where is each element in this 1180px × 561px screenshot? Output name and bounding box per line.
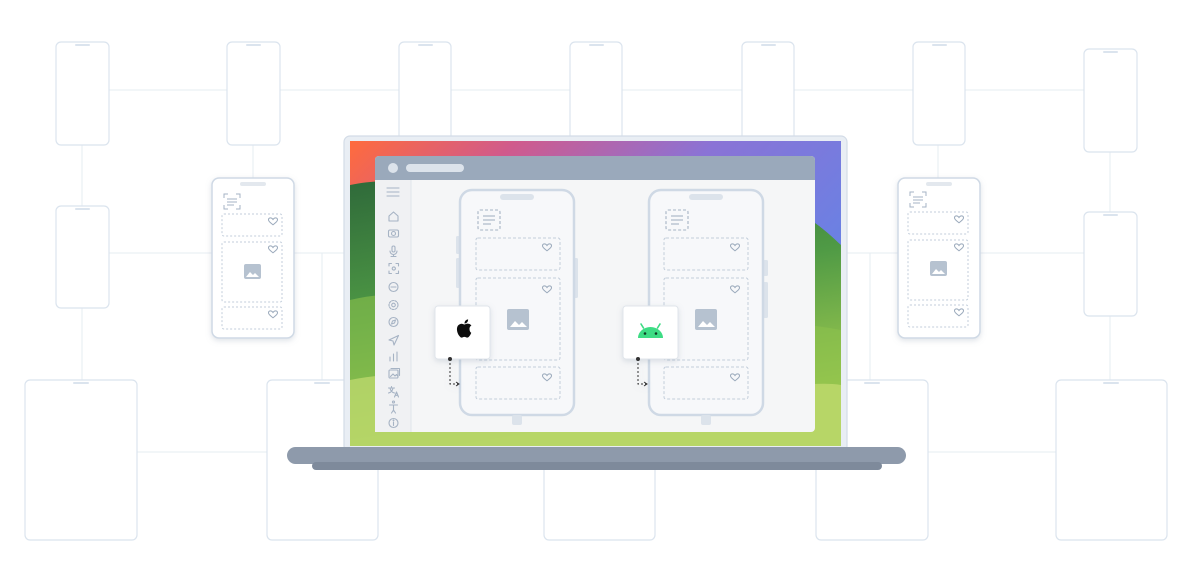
card-placeholder	[475, 366, 561, 400]
phone-outline	[55, 41, 110, 146]
home-icon[interactable]	[388, 211, 399, 222]
send-icon[interactable]	[388, 334, 400, 346]
apple-icon	[456, 319, 472, 338]
phone-outline	[569, 41, 623, 146]
card-placeholder	[907, 239, 969, 301]
grid-connectors	[81, 89, 1111, 453]
laptop-base-foot	[312, 462, 882, 470]
phone-outline	[55, 205, 110, 309]
phone-outline	[1083, 211, 1138, 317]
card-placeholder	[663, 366, 749, 400]
scan-text-icon	[223, 193, 241, 210]
phone-outline	[912, 41, 966, 146]
side-phone-left	[211, 177, 295, 339]
phone-outline	[398, 41, 452, 146]
bar-chart-icon[interactable]	[389, 351, 398, 362]
accessibility-icon[interactable]	[388, 400, 399, 414]
window-control-dot[interactable]	[388, 163, 398, 173]
minus-circle-icon[interactable]	[388, 281, 399, 293]
scan-text-icon	[477, 209, 501, 231]
gallery-icon[interactable]	[388, 367, 401, 379]
sidebar	[375, 180, 411, 432]
card-placeholder	[221, 213, 283, 237]
scan-icon[interactable]	[388, 262, 400, 275]
settings-icon[interactable]	[388, 299, 399, 311]
image-icon	[930, 261, 947, 276]
scan-text-icon	[665, 209, 689, 231]
laptop-base	[287, 447, 906, 464]
image-icon	[244, 264, 261, 279]
info-icon[interactable]	[388, 417, 399, 429]
card-placeholder	[221, 306, 283, 330]
image-icon	[695, 309, 717, 330]
phone-mockup-android	[647, 188, 768, 425]
phone-outline	[741, 41, 795, 146]
flow-connector	[637, 359, 646, 385]
android-platform-tile[interactable]	[622, 305, 679, 387]
microphone-icon[interactable]	[389, 245, 398, 258]
card-placeholder	[475, 237, 561, 271]
side-phone-right	[897, 177, 981, 339]
apple-platform-tile[interactable]	[434, 305, 491, 387]
card-placeholder	[907, 304, 969, 328]
tablet-outline	[24, 379, 138, 541]
phone-outline	[1083, 48, 1138, 153]
camera-icon[interactable]	[387, 229, 400, 238]
menu-icon[interactable]	[386, 187, 400, 197]
translate-icon[interactable]	[387, 385, 400, 398]
scan-text-icon	[909, 191, 927, 208]
window-title-placeholder	[406, 164, 464, 172]
android-icon	[638, 323, 663, 338]
compass-icon[interactable]	[388, 316, 399, 328]
phone-outline	[226, 41, 281, 146]
image-icon	[507, 309, 529, 330]
laptop	[287, 135, 906, 470]
card-placeholder	[907, 211, 969, 235]
card-placeholder	[663, 237, 749, 271]
flow-connector	[449, 359, 458, 385]
tablet-outline	[1055, 379, 1168, 541]
card-placeholder	[221, 241, 283, 303]
